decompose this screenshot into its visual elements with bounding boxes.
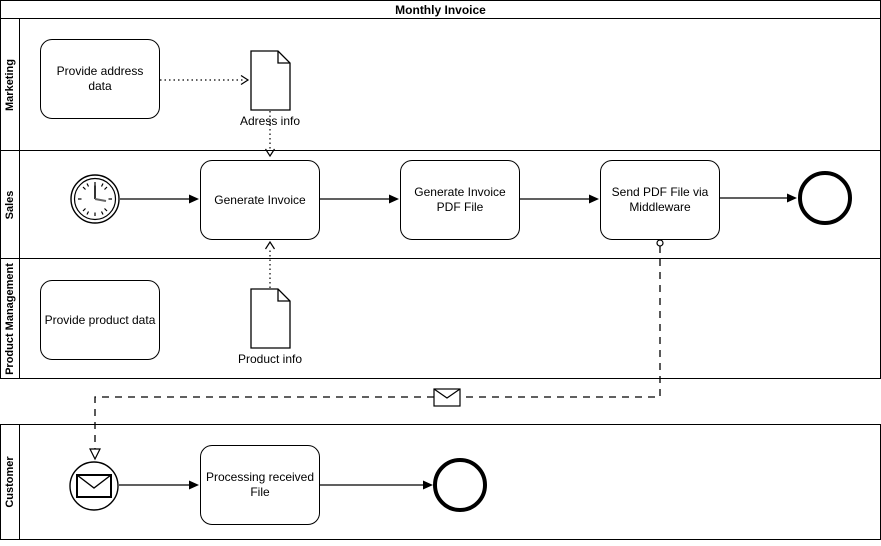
task-generate-invoice-pdf-file[interactable]: Generate Invoice PDF File <box>400 160 520 240</box>
end-event-sales[interactable] <box>798 171 852 225</box>
task-label: Send PDF File via Middleware <box>611 185 709 214</box>
end-event-customer[interactable] <box>433 458 487 512</box>
envelope-icon <box>76 474 112 498</box>
lane-label-marketing: Marketing <box>1 19 20 150</box>
envelope-icon <box>433 388 461 407</box>
lane-label-text: Sales <box>4 190 16 219</box>
data-object-label-product-info: Product info <box>237 352 303 366</box>
task-label: Generate Invoice PDF File <box>414 185 506 214</box>
data-object-label-adress-info: Adress info <box>239 114 301 128</box>
lane-marketing: Marketing <box>1 19 880 150</box>
lane-label-product-management: Product Management <box>1 259 20 378</box>
lane-label-text: Product Management <box>4 262 16 375</box>
task-processing-received-file[interactable]: Processing received File <box>200 445 320 525</box>
task-provide-product-data[interactable]: Provide product data <box>40 280 160 360</box>
start-event-timer[interactable] <box>70 174 120 224</box>
task-label: Generate Invoice <box>214 192 306 207</box>
document-icon <box>250 288 291 349</box>
task-label: Provide address data <box>56 64 144 93</box>
start-event-message[interactable] <box>69 461 119 511</box>
pool-title: Monthly Invoice <box>1 1 880 19</box>
data-object-product-info[interactable] <box>250 288 292 355</box>
lane-label-text: Marketing <box>4 58 16 111</box>
lane-customer: Customer <box>1 425 880 539</box>
task-label: Processing received File <box>205 470 315 499</box>
task-label: Provide product data <box>44 312 156 327</box>
lane-label-sales: Sales <box>1 151 20 258</box>
task-send-pdf-file-via-middleware[interactable]: Send PDF File via Middleware <box>600 160 720 240</box>
document-icon <box>250 50 291 111</box>
clock-icon <box>78 182 112 216</box>
lane-sales: Sales <box>1 150 880 258</box>
task-generate-invoice[interactable]: Generate Invoice <box>200 160 320 240</box>
lane-label-customer: Customer <box>1 425 20 539</box>
task-provide-address-data[interactable]: Provide address data <box>40 39 160 119</box>
data-object-adress-info[interactable] <box>250 50 292 117</box>
lane-label-text: Customer <box>4 456 16 508</box>
